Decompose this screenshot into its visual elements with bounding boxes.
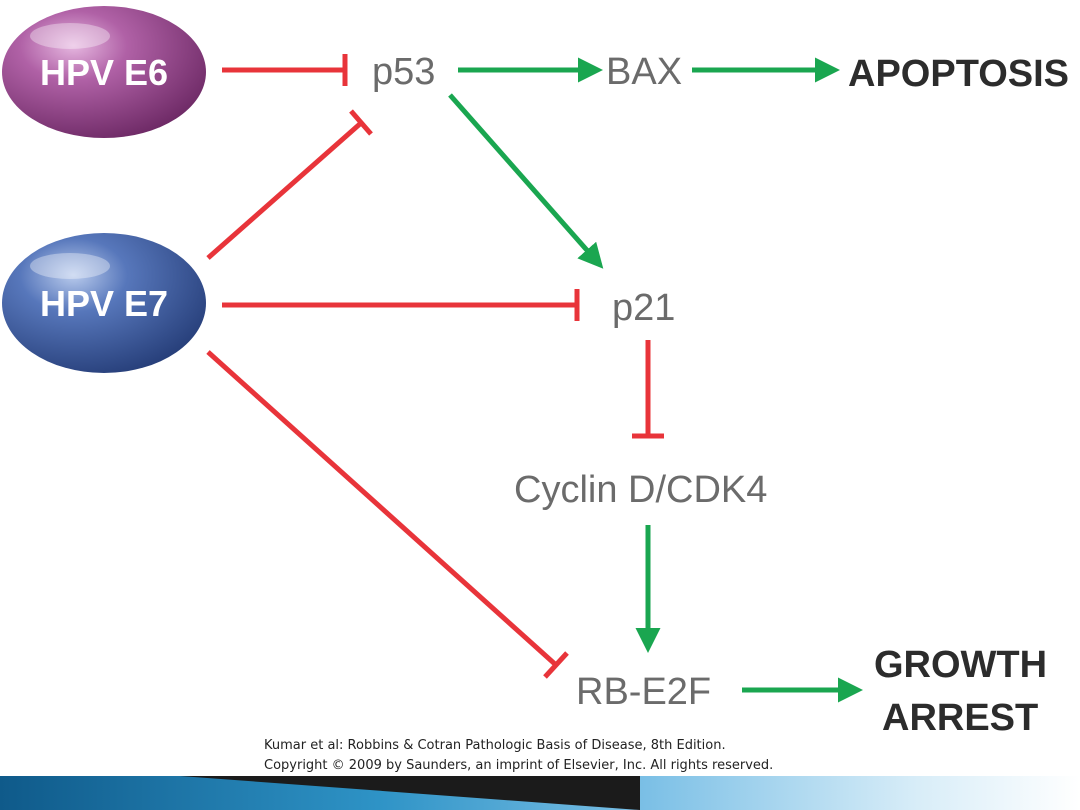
hpv-e6-node: HPV E6 <box>2 6 206 138</box>
edge-e6-inhibits-p53 <box>222 54 348 86</box>
p21-label: p21 <box>612 287 675 329</box>
bax-label: BAX <box>606 51 682 93</box>
p53-label: p53 <box>372 51 435 93</box>
edge-p53-activates-p21 <box>448 93 604 269</box>
edge-e7-inhibits-p21 <box>222 289 580 321</box>
hpv-e7-label: HPV E7 <box>40 283 168 324</box>
hpv-e7-node: HPV E7 <box>2 233 206 373</box>
edge-e7-inhibits-rb-e2f <box>206 350 569 679</box>
hpv-e6-label: HPV E6 <box>40 52 168 93</box>
pathway-diagram: HPV E6 HPV E7 p53 BAX APOPTOSIS p21 Cycl… <box>2 6 1069 739</box>
edge-e7-inhibits-p53 <box>206 109 373 260</box>
edge-p21-inhibits-cyclin <box>632 340 664 439</box>
cyclin-label: Cyclin D/CDK4 <box>514 469 767 511</box>
credit-line-2: Copyright © 2009 by Saunders, an imprint… <box>264 758 774 773</box>
arrest-label: ARREST <box>882 697 1038 739</box>
footer-decorative-wedge <box>180 776 640 810</box>
credit-line-1: Kumar et al: Robbins & Cotran Pathologic… <box>264 738 726 753</box>
source-credit: Kumar et al: Robbins & Cotran Pathologic… <box>264 736 773 776</box>
rb-e2f-label: RB-E2F <box>576 671 711 713</box>
growth-label: GROWTH <box>874 644 1047 686</box>
apoptosis-label: APOPTOSIS <box>848 53 1069 95</box>
